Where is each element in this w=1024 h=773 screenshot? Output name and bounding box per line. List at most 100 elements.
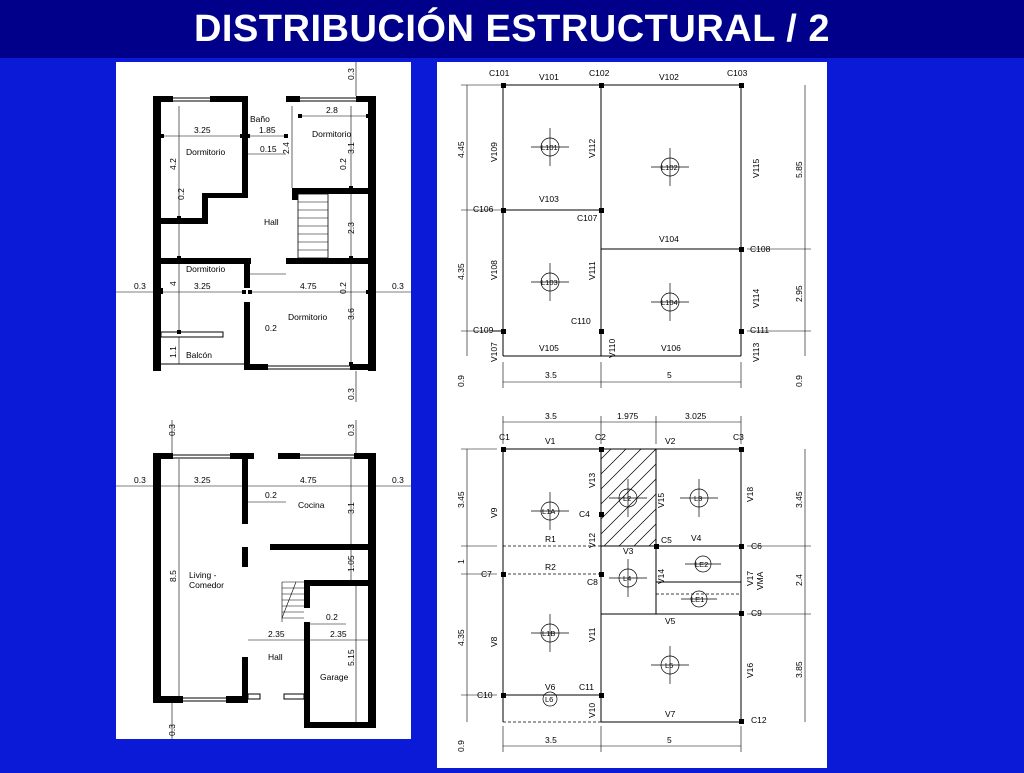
lower-structure — [461, 416, 811, 752]
dim-struct-4-45: 4.45 — [456, 141, 466, 158]
upper-slab-markers — [531, 128, 689, 321]
hatched-void — [600, 448, 657, 547]
slab-l101: L101 — [541, 143, 558, 152]
beam-v10: V10 — [587, 703, 597, 718]
column-c12: C12 — [751, 715, 767, 725]
lower-slab-markers — [531, 479, 721, 707]
dim-lower-2-35-b: 2.35 — [330, 629, 347, 639]
dim-lower-top-3-025: 3.025 — [685, 411, 707, 421]
slab-l102: L102 — [661, 163, 678, 172]
dim-lower-0-3-top-left: 0.3 — [167, 424, 177, 436]
beam-v109: V109 — [489, 142, 499, 162]
column-c111: C111 — [750, 325, 769, 335]
structural-plans-panel: C101 C102 C103 C106 C107 C108 C109 C110 … — [437, 62, 827, 768]
slab-l1a: L1A — [542, 507, 555, 516]
beam-v114: V114 — [751, 289, 761, 308]
lower-columns — [501, 447, 744, 724]
upper-structure-labels: C101 C102 C103 C106 C107 C108 C109 C110 … — [456, 68, 804, 387]
beam-v17: V17 — [745, 571, 755, 586]
dim-lower-top-1-975: 1.975 — [617, 411, 639, 421]
upper-columns — [501, 83, 744, 334]
room-label-dormitorio-a: Dormitorio — [312, 129, 351, 139]
column-c1: C1 — [499, 432, 510, 442]
dim-upper-4-2: 4.2 — [168, 158, 178, 170]
beam-v104: V104 — [659, 234, 679, 244]
room-label-garage: Garage — [320, 672, 349, 682]
dim-lower-bottom-5: 5 — [667, 735, 672, 745]
column-c101: C101 — [489, 68, 510, 78]
beam-v102: V102 — [659, 72, 679, 82]
dim-upper-0-3-right: 0.3 — [392, 281, 404, 291]
dim-lower-0-3-right: 0.3 — [392, 475, 404, 485]
dim-lower-left-4-35: 4.35 — [456, 629, 466, 646]
column-c107: C107 — [577, 213, 598, 223]
column-c110: C110 — [571, 316, 591, 326]
dim-lower-4-75: 4.75 — [300, 475, 317, 485]
dim-upper-4-75: 4.75 — [300, 281, 317, 291]
dim-lower-right-2-4: 2.4 — [794, 574, 804, 586]
upper-structure — [461, 83, 811, 388]
lower-walls — [153, 453, 376, 728]
dim-lower-8-5: 8.5 — [168, 570, 178, 582]
column-c109: C109 — [473, 325, 494, 335]
dim-upper-0-3-top: 0.3 — [346, 68, 356, 80]
beam-v1: V1 — [545, 436, 556, 446]
column-c9: C9 — [751, 608, 762, 618]
beam-r2: R2 — [545, 562, 556, 572]
beam-r1: R1 — [545, 534, 556, 544]
structural-plans-drawing: C101 C102 C103 C106 C107 C108 C109 C110 … — [456, 68, 811, 752]
room-label-living-line1: Living - — [189, 570, 217, 580]
room-label-dormitorio-b: Dormitorio — [186, 147, 225, 157]
dim-upper-3-1: 3.1 — [346, 142, 356, 154]
slab-l3: L3 — [694, 494, 702, 503]
dim-upper-0-2-c: 0.2 — [265, 323, 277, 333]
dim-upper-1-1: 1.1 — [168, 346, 178, 358]
column-c102: C102 — [589, 68, 610, 78]
lower-dashed-beams — [502, 545, 741, 723]
column-c103: C103 — [727, 68, 748, 78]
beam-v108: V108 — [489, 260, 499, 280]
beam-v113: V113 — [751, 343, 761, 362]
room-label-hall: Hall — [264, 217, 279, 227]
dim-upper-0-3-bottom: 0.3 — [346, 388, 356, 400]
slab-l4: L4 — [623, 574, 631, 583]
upper-floor-labels: Baño Dormitorio Dormitorio Hall Dormitor… — [134, 68, 404, 400]
floor-plans-drawing: Baño Dormitorio Dormitorio Hall Dormitor… — [116, 62, 411, 739]
beam-v14: V14 — [656, 569, 666, 584]
dim-struct-4-35: 4.35 — [456, 263, 466, 280]
column-c3: C3 — [733, 432, 744, 442]
column-c108: C108 — [750, 244, 771, 254]
room-label-hall: Hall — [268, 652, 283, 662]
column-c106: C106 — [473, 204, 494, 214]
column-c6: C6 — [751, 541, 762, 551]
dim-lower-0-3-bottom: 0.3 — [167, 724, 177, 736]
dim-struct-0-9-left: 0.9 — [456, 375, 466, 387]
dim-struct-5: 5 — [667, 370, 672, 380]
dim-lower-left-3-45: 3.45 — [456, 491, 466, 508]
column-c8: C8 — [587, 577, 598, 587]
dim-struct-5-85: 5.85 — [794, 161, 804, 178]
slab-le2: LE2 — [695, 560, 708, 569]
dim-upper-3-25-b: 3.25 — [194, 281, 211, 291]
column-c4: C4 — [579, 509, 590, 519]
beam-vma: VMA — [755, 571, 765, 590]
slab-l103: L103 — [541, 278, 558, 287]
dim-upper-0-2-d: 0.2 — [338, 282, 348, 294]
upper-floor-plan — [116, 62, 411, 402]
beam-v112: V112 — [587, 139, 597, 158]
dim-lower-right-3-45: 3.45 — [794, 491, 804, 508]
slab-l5: L5 — [665, 661, 673, 670]
dim-lower-0-3-top-right: 0.3 — [346, 424, 356, 436]
beam-v107: V107 — [489, 342, 499, 362]
dim-upper-0-15: 0.15 — [260, 144, 277, 154]
dim-lower-left-1: 1 — [456, 559, 466, 564]
room-label-dormitorio-d: Dormitorio — [288, 312, 327, 322]
dim-upper-0-2-b: 0.2 — [338, 158, 348, 170]
dim-upper-0-2-a: 0.2 — [176, 188, 186, 200]
dim-upper-0-3-left: 0.3 — [134, 281, 146, 291]
dim-upper-2-3: 2.3 — [346, 222, 356, 234]
column-c11: C11 — [579, 682, 594, 692]
dim-lower-2-35-a: 2.35 — [268, 629, 285, 639]
dim-struct-3-5: 3.5 — [545, 370, 557, 380]
room-label-balcon: Balcón — [186, 350, 212, 360]
